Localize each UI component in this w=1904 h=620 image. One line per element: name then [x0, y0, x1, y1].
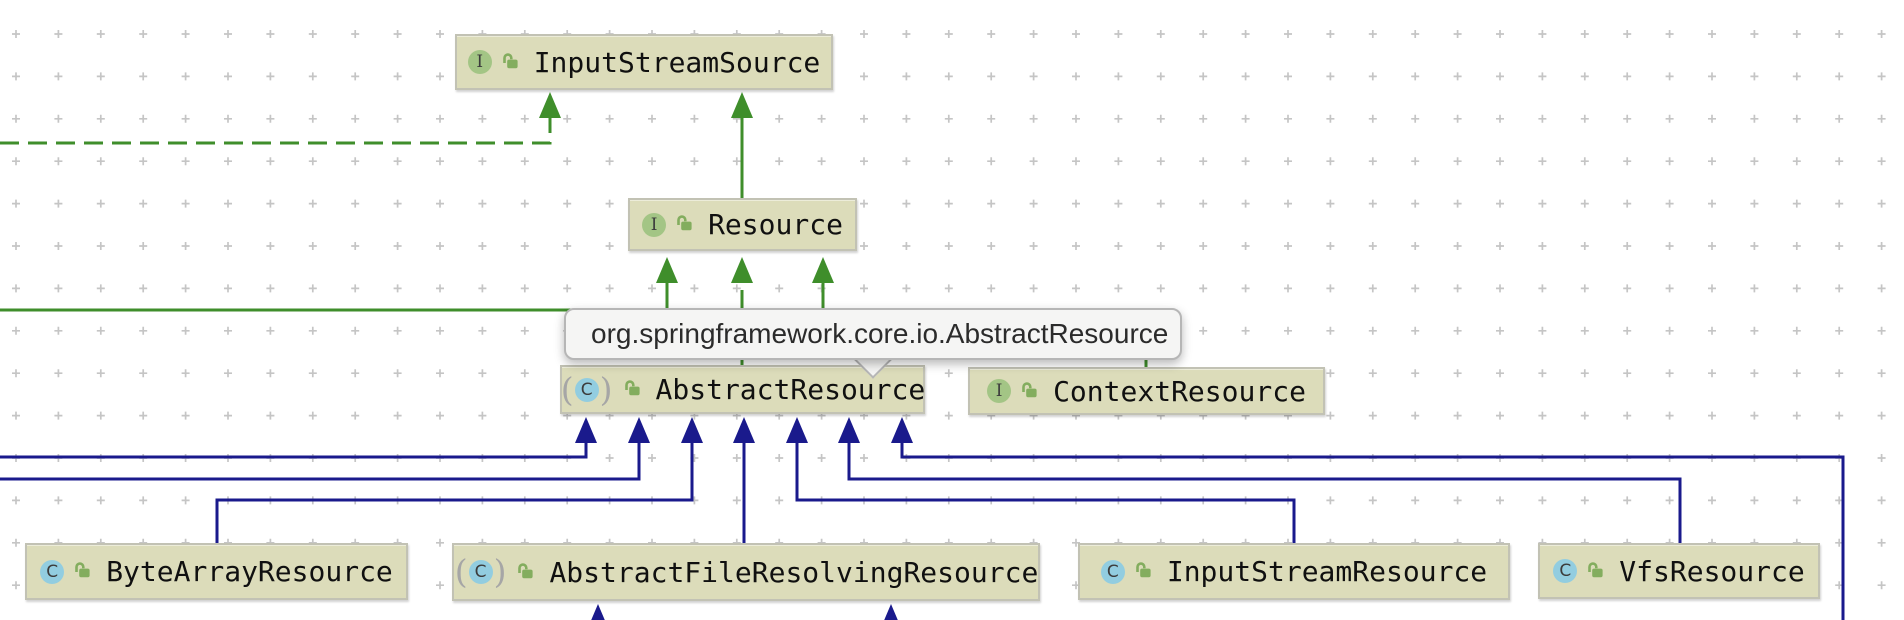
abstract-paren-icon: (: [454, 552, 468, 591]
node-bytearrayresource[interactable]: C ByteArrayResource: [25, 543, 408, 600]
edge-offscreen-implements-inputstreamsource: [0, 118, 552, 145]
edge-offscreen-extends-abstractresource-1: [0, 443, 588, 459]
edge-offscreen-extends-abstractresource-3: [900, 443, 1845, 620]
class-name-label: AbstractFileResolvingResource: [549, 555, 1039, 589]
node-abstractfileresolvingresource[interactable]: (C) AbstractFileResolvingResource: [452, 543, 1040, 601]
interface-letter-icon: I: [987, 379, 1012, 403]
class-name-label: VfsResource: [1619, 554, 1805, 588]
class-name-label: InputStreamResource: [1166, 555, 1488, 588]
abstract-paren-icon: ): [599, 369, 613, 409]
edge-vfsresource-extends-abstractresource: [847, 443, 1682, 543]
interface-letter-icon: I: [467, 50, 492, 74]
interface-icon: I: [467, 50, 520, 74]
interface-name-label: Resource: [708, 208, 843, 241]
interface-name-label: ContextResource: [1053, 374, 1306, 408]
edge-offscreen-extends-resource-arrowhead: [656, 257, 678, 283]
edge-inputstreamresource-extends-abstractresource: [795, 443, 1296, 543]
edge-offscreen-extends-abstractfileresolvingresource-1-arrowhead: [591, 604, 605, 620]
unlocked-padlock-icon: [73, 560, 92, 583]
class-letter-icon: C: [468, 560, 493, 584]
edge-offscreen-extends-abstractresource-3-arrowhead: [891, 417, 913, 443]
unlocked-padlock-icon: [501, 51, 520, 74]
interface-icon: I: [987, 379, 1039, 403]
class-name-label: ByteArrayResource: [106, 555, 393, 588]
class-name-label: AbstractResource: [655, 373, 926, 406]
node-abstractresource[interactable]: (C) AbstractResource: [560, 365, 925, 414]
edge-abstractfileresolvingresource-extends-abstractresource-arrowhead: [733, 417, 755, 443]
edge-offscreen-extends-abstractresource-2: [0, 443, 641, 481]
class-letter-icon: C: [40, 559, 65, 584]
unlocked-padlock-icon: [1020, 380, 1039, 403]
class-letter-icon: C: [1100, 559, 1125, 584]
edge-abstractresource-implements-resource-arrowhead: [731, 257, 753, 283]
abstract-paren-icon: ): [493, 552, 507, 591]
unlocked-padlock-icon: [1134, 560, 1153, 583]
edge-offscreen-extends-abstractfileresolvingresource-2-arrowhead: [884, 604, 898, 620]
unlocked-padlock-icon: [1586, 560, 1605, 583]
class-letter-icon: C: [1553, 559, 1578, 583]
interface-letter-icon: I: [642, 212, 667, 237]
edge-resource-extends-inputstreamsource-arrowhead: [731, 92, 753, 118]
abstract-class-icon: (C): [560, 369, 642, 409]
edge-offscreen-extends-abstractresource-2-arrowhead: [628, 417, 650, 443]
interface-icon: I: [642, 212, 694, 237]
unlocked-padlock-icon: [516, 561, 535, 584]
class-letter-icon: C: [574, 377, 599, 402]
node-inputstreamsource[interactable]: I InputStreamSource: [455, 34, 833, 90]
edge-inputstreamresource-extends-abstractresource-arrowhead: [786, 417, 808, 443]
tooltip-text: org.springframework.core.io.AbstractReso…: [591, 318, 1169, 349]
interface-name-label: InputStreamSource: [533, 45, 821, 79]
unlocked-padlock-icon: [675, 213, 694, 236]
edge-vfsresource-extends-abstractresource-arrowhead: [838, 417, 860, 443]
node-vfsresource[interactable]: C VfsResource: [1538, 543, 1820, 599]
edge-contextresource-extends-resource-arrowhead: [812, 257, 834, 283]
node-contextresource[interactable]: I ContextResource: [968, 367, 1325, 415]
qualified-name-tooltip: org.springframework.core.io.AbstractReso…: [564, 308, 1182, 360]
abstract-class-icon: (C): [454, 552, 536, 591]
node-inputstreamresource[interactable]: C InputStreamResource: [1078, 543, 1510, 600]
edge-offscreen-extends-abstractresource-1-arrowhead: [575, 417, 597, 443]
abstract-paren-icon: (: [560, 369, 574, 409]
class-icon: C: [1553, 559, 1605, 583]
node-resource[interactable]: I Resource: [628, 198, 857, 251]
edge-bytearrayresource-extends-abstractresource: [215, 443, 694, 543]
edge-offscreen-implements-inputstreamsource-arrowhead: [539, 92, 561, 118]
class-icon: C: [1100, 559, 1153, 584]
unlocked-padlock-icon: [623, 378, 642, 401]
edge-bytearrayresource-extends-abstractresource-arrowhead: [681, 417, 703, 443]
class-icon: C: [40, 559, 92, 584]
